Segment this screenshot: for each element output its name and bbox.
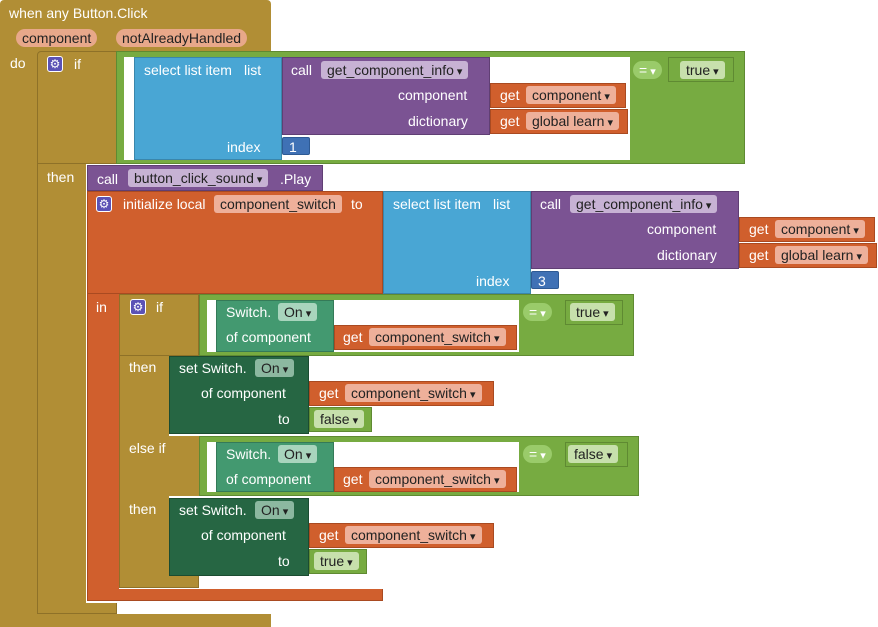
to-label: to [278, 553, 290, 569]
gear-icon[interactable]: ⚙ [96, 196, 112, 212]
call-label: call [540, 196, 562, 212]
then-label: then [47, 169, 75, 185]
of-component-label: of component [226, 329, 311, 345]
else-if-label: else if [129, 440, 166, 456]
event-body-left [0, 57, 37, 627]
if-block-2-elseif-row [119, 436, 199, 496]
select-list-item-block-2[interactable] [383, 191, 531, 294]
proc-name-dropdown[interactable]: get_component_info [570, 195, 718, 213]
to-label: to [351, 196, 363, 212]
compare-operator[interactable]: = [633, 61, 662, 79]
do-label: do [10, 55, 26, 71]
initialize-local-spine [87, 294, 119, 590]
index-number[interactable]: 1 [282, 137, 310, 155]
get-global-learn-dropdown[interactable]: global learn [526, 112, 619, 130]
list-label: list [493, 196, 511, 212]
then-label: then [129, 359, 157, 375]
of-component-label: of component [201, 527, 286, 543]
select-list-item-block-1[interactable] [134, 57, 282, 160]
play-method-label: .Play [280, 171, 312, 187]
get-var-dropdown[interactable]: component_switch [369, 470, 506, 488]
select-list-item-label: select list item [393, 196, 481, 212]
get-global-learn-dropdown[interactable]: global learn [775, 246, 868, 264]
get-label: get [319, 385, 339, 401]
event-footer [0, 614, 271, 627]
arg-dictionary-label: dictionary [657, 247, 717, 263]
get-var-dropdown[interactable]: component_switch [345, 526, 482, 544]
event-title: when any Button.Click [9, 5, 148, 21]
then-label: then [129, 501, 157, 517]
if-label: if [156, 299, 163, 315]
compare-operator[interactable]: = [523, 303, 552, 321]
in-label: in [96, 299, 107, 315]
local-var-name-field[interactable]: component_switch [214, 195, 342, 213]
initialize-local-label: initialize local [123, 196, 206, 212]
if-block-1-spine [37, 164, 86, 604]
get-label: get [749, 247, 769, 263]
switch-label: Switch. [226, 304, 272, 320]
of-component-label: of component [201, 385, 286, 401]
call-label: call [291, 62, 313, 78]
true-value[interactable]: true [680, 61, 725, 79]
true-value[interactable]: true [314, 552, 359, 570]
switch-prop-dropdown[interactable]: On [278, 303, 318, 321]
get-label: get [500, 87, 520, 103]
set-switch-label: set Switch. [179, 502, 247, 518]
get-label: get [749, 221, 769, 237]
get-label: get [343, 471, 363, 487]
get-label: get [319, 527, 339, 543]
get-label: get [343, 329, 363, 345]
switch-label: Switch. [226, 446, 272, 462]
proc-name-dropdown[interactable]: get_component_info [321, 61, 469, 79]
event-block[interactable] [0, 0, 271, 57]
arg-component-label: component [398, 87, 468, 103]
gear-icon[interactable]: ⚙ [47, 56, 63, 72]
param-not-already-handled[interactable]: notAlreadyHandled [116, 29, 248, 47]
to-label: to [278, 411, 290, 427]
switch-prop-dropdown[interactable]: On [278, 445, 318, 463]
index-label: index [476, 273, 510, 289]
switch-prop-dropdown[interactable]: On [255, 359, 295, 377]
get-component-dropdown[interactable]: component [526, 86, 616, 104]
if-block-1-footer [37, 603, 117, 614]
initialize-local-footer [87, 589, 383, 601]
index-number[interactable]: 3 [531, 271, 559, 289]
index-label: index [227, 139, 261, 155]
sound-component-dropdown[interactable]: button_click_sound [128, 169, 269, 187]
arg-component-label: component [647, 221, 717, 237]
switch-prop-dropdown[interactable]: On [255, 501, 295, 519]
param-component[interactable]: component [16, 29, 98, 47]
get-label: get [500, 113, 520, 129]
if-block-2-footer [119, 575, 199, 588]
gear-icon[interactable]: ⚙ [130, 299, 146, 315]
call-label: call [97, 171, 119, 187]
list-label: list [244, 62, 262, 78]
if-label: if [74, 56, 81, 72]
arg-dictionary-label: dictionary [408, 113, 468, 129]
true-value[interactable]: true [570, 303, 615, 321]
select-list-item-label: select list item [144, 62, 232, 78]
set-switch-label: set Switch. [179, 360, 247, 376]
of-component-label: of component [226, 471, 311, 487]
get-component-dropdown[interactable]: component [775, 220, 865, 238]
get-var-dropdown[interactable]: component_switch [369, 328, 506, 346]
compare-operator[interactable]: = [523, 445, 552, 463]
false-value[interactable]: false [568, 445, 619, 463]
false-value[interactable]: false [314, 410, 365, 428]
get-var-dropdown[interactable]: component_switch [345, 384, 482, 402]
